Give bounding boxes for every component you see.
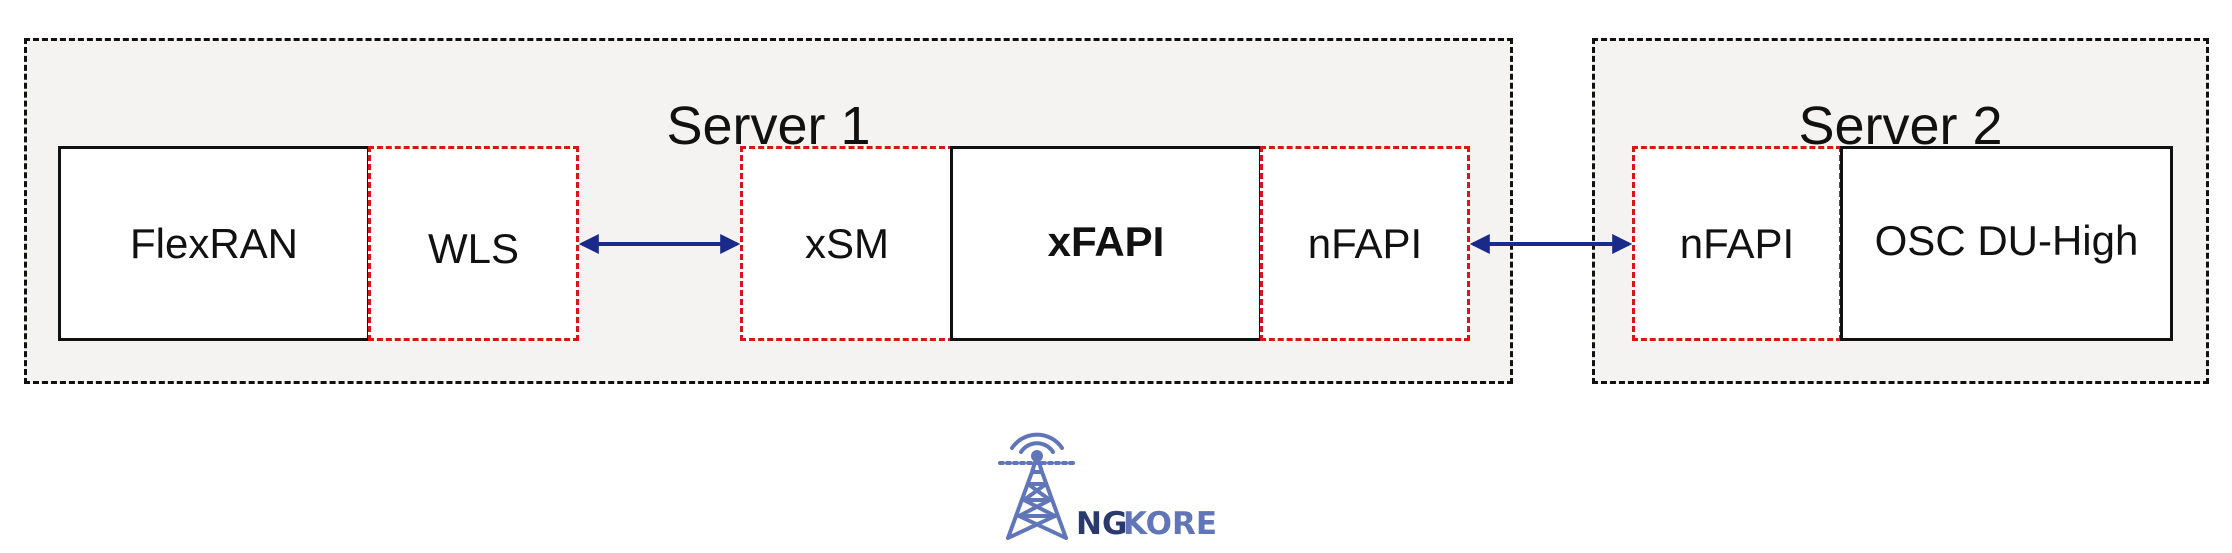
logo-text-kore: KORE [1123,506,1217,542]
nfapi-server-1-block: nFAPI [1260,146,1470,341]
xsm-block: xSM [740,146,954,341]
flexran-block: FlexRAN [58,146,370,341]
server-1-title: Server 1 [666,96,871,156]
ngkore-logo: NG KORE [998,432,1217,542]
logo-text-ng: NG [1076,506,1127,542]
osc-du-high-block: OSC DU-High [1840,146,2173,341]
tower-icon [998,432,1076,540]
xfapi-block: xFAPI [950,146,1262,341]
server-2-title: Server 2 [1798,96,2003,156]
nfapi-server-2-block: nFAPI [1632,146,1842,341]
wls-block: WLS [368,146,579,341]
